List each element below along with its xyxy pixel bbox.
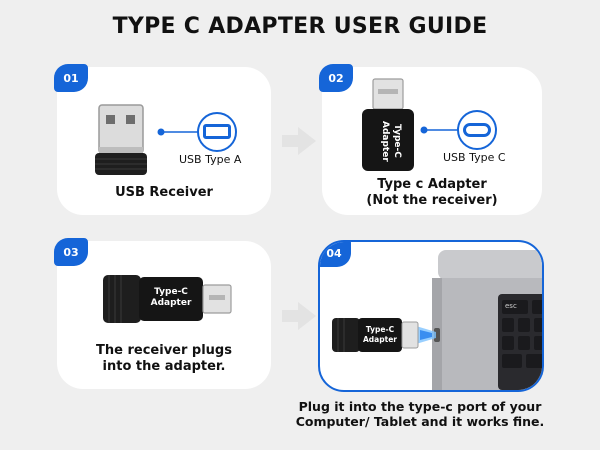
step-caption-3-line1: The receiver plugs (96, 343, 232, 358)
step-caption-1: USB Receiver (115, 185, 213, 200)
receiver-in-adapter-illustration (103, 275, 232, 323)
adapter-body-label: Type-C Adapter (373, 119, 403, 163)
adapter-text-line2: Adapter (380, 120, 390, 162)
step-caption-2: Type c Adapter (Not the receiver) (322, 177, 542, 209)
arrow-right-icon (282, 127, 316, 155)
key-esc: esc (505, 302, 517, 310)
step-badge-1: 01 (54, 64, 88, 92)
adapter-body-label: Type-C Adapter (358, 325, 402, 345)
adapter-body-label: Type-C Adapter (143, 287, 199, 309)
step-card-1: 01 USB Type A USB Receiver (54, 64, 271, 215)
step-card-4: 04 esc Type-C Adapter (318, 240, 544, 392)
step-badge-2: 02 (319, 64, 353, 92)
adapter-text-line1: Type-C (365, 325, 395, 334)
usb-type-a-callout: USB Type A (179, 153, 242, 166)
laptop-port-illustration (332, 250, 542, 390)
usb-type-c-icon (463, 123, 491, 137)
step-card-3: 03 Type-C Adapter The receiver plugs int… (54, 238, 271, 389)
step-badge-3: 03 (54, 238, 88, 266)
step-caption-2-line2: (Not the receiver) (366, 193, 498, 208)
adapter-text-line1: Type-C (392, 124, 402, 158)
step-caption-2-line1: Type c Adapter (377, 177, 487, 192)
step-card-2: 02 Type-C Adapter USB Type C Type c Adap… (319, 64, 542, 215)
step-caption-4-line1: Plug it into the type-c port of your (298, 399, 542, 414)
step-badge-4: 04 (320, 242, 351, 267)
adapter-text-line2: Adapter (150, 298, 192, 308)
usb-type-c-callout: USB Type C (443, 151, 506, 164)
adapter-text-line1: Type-C (154, 287, 188, 297)
arrow-right-icon (282, 302, 316, 330)
step-caption-4: Plug it into the type-c port of your Com… (250, 399, 590, 429)
page-title: TYPE C ADAPTER USER GUIDE (112, 14, 488, 39)
adapter-text-line2: Adapter (363, 335, 397, 344)
usb-receiver-illustration (95, 104, 237, 175)
step-caption-4-line2: Computer/ Tablet and it works fine. (295, 414, 545, 429)
usb-type-a-icon (203, 124, 231, 139)
step-caption-3-line2: into the adapter. (102, 359, 226, 374)
type-c-adapter-illustration (362, 78, 497, 171)
step-caption-3: The receiver plugs into the adapter. (57, 343, 271, 375)
